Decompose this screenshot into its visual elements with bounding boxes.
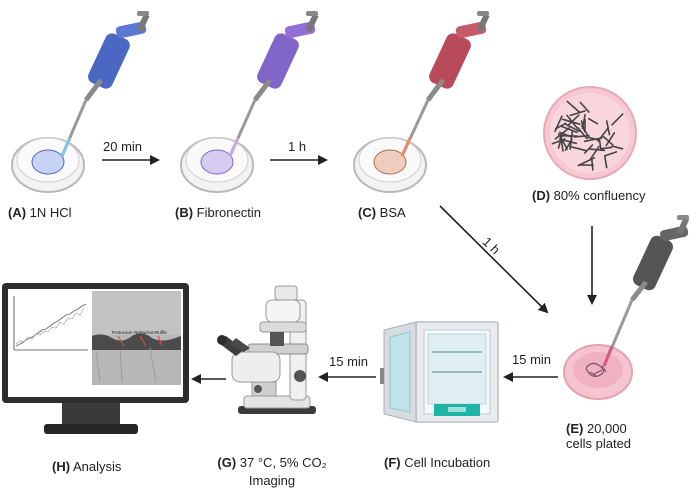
step-h-letter: (H) [52, 459, 71, 474]
cell-icon [605, 120, 611, 136]
cell-icon [566, 100, 581, 114]
cell-icon [583, 144, 594, 154]
step-f-label: (F) Cell Incubation [384, 455, 490, 470]
step-c-label: (C) BSA [358, 205, 406, 220]
step-g-label: (G) 37 °C, 5% CO₂ Imaging [214, 455, 330, 488]
cell-icon [580, 120, 586, 133]
step-e-text2: cells plated [566, 436, 632, 451]
step-h-label: (H) Analysis [52, 459, 121, 474]
step-d-letter: (D) [532, 188, 551, 203]
dish-e [563, 344, 633, 400]
cell-icon [589, 145, 600, 161]
line-plot [13, 296, 88, 351]
step-c-text: BSA [379, 205, 406, 220]
cell-icon [557, 133, 569, 150]
incubator-icon [380, 321, 499, 423]
cell-icon [587, 136, 599, 141]
step-g-letter: (G) [217, 455, 237, 470]
step-f-text: Cell Incubation [404, 455, 491, 470]
cell-icon [588, 148, 606, 152]
cell-icon [566, 114, 580, 127]
cell-icon [599, 146, 613, 150]
arrow-label-e-f: 15 min [512, 352, 552, 367]
cell-icon [569, 110, 586, 117]
cell-icon [605, 132, 616, 147]
cell-icon [611, 145, 624, 150]
step-c-letter: (C) [358, 205, 377, 220]
step-b-letter: (B) [175, 205, 194, 220]
kymo-label-retraction: Retraction [134, 330, 155, 335]
dish-a [11, 137, 85, 193]
arrow-label-f-g: 15 min [329, 354, 369, 369]
step-d-label: (D) 80% confluency [532, 188, 645, 203]
pipette-e-icon [602, 215, 690, 367]
cell-icon [563, 122, 580, 132]
cell-icon [583, 137, 603, 143]
microscope-icon [217, 285, 316, 414]
dish-b [180, 137, 254, 193]
step-a-text: 1N HCl [29, 205, 72, 220]
cell-icon [554, 115, 563, 133]
step-a-letter: (A) [8, 205, 27, 220]
step-b-text: Fibronectin [196, 205, 261, 220]
step-a-label: (A) 1N HCl [8, 205, 72, 220]
cell-icon [554, 127, 570, 140]
cell-icon [603, 155, 608, 169]
cell-icon [590, 157, 594, 171]
cell-icon [598, 138, 602, 151]
pipette-b-icon [228, 11, 319, 157]
kymo-label-ruffle: Ruffle [155, 330, 167, 335]
arrow-c-e [439, 205, 549, 314]
step-e-label: (E) 20,000 cells plated [566, 421, 631, 451]
dish-c [353, 137, 427, 193]
pipette-c-icon [400, 11, 490, 157]
step-g-text: 37 °C, 5% CO₂ [239, 455, 327, 470]
step-e-letter: (E) [566, 421, 584, 436]
step-b-label: (B) Fibronectin [175, 205, 261, 220]
cell-icon [597, 128, 609, 142]
cell-icon [602, 135, 614, 146]
cell-icon [569, 131, 574, 150]
cell-icon [577, 127, 588, 140]
cells-icon [551, 100, 624, 171]
cell-icon [569, 145, 588, 152]
step-g-text2: Imaging [248, 473, 296, 488]
cell-icon [611, 113, 624, 126]
confluent-cells-dish [543, 86, 637, 180]
cell-icon [551, 138, 566, 145]
step-e-text: 20,000 [586, 421, 627, 436]
cell-icon [560, 125, 578, 134]
cell-icon [579, 101, 590, 113]
arrow-label-a-b: 20 min [103, 139, 143, 154]
monitor-icon: Protrusion Retraction Ruffle [2, 283, 189, 434]
cell-icon [561, 118, 581, 125]
arrow-label-b-c: 1 h [288, 139, 307, 154]
kymograph-image: Protrusion Retraction Ruffle [92, 291, 181, 385]
step-d-text: 80% confluency [553, 188, 646, 203]
step-f-letter: (F) [384, 455, 401, 470]
step-h-text: Analysis [72, 459, 122, 474]
cell-icon [573, 134, 590, 138]
pipette-a-icon [60, 11, 150, 157]
kymo-label-protrusion: Protrusion [112, 330, 133, 335]
cell-icon [587, 117, 599, 125]
cell-icon [604, 151, 618, 157]
